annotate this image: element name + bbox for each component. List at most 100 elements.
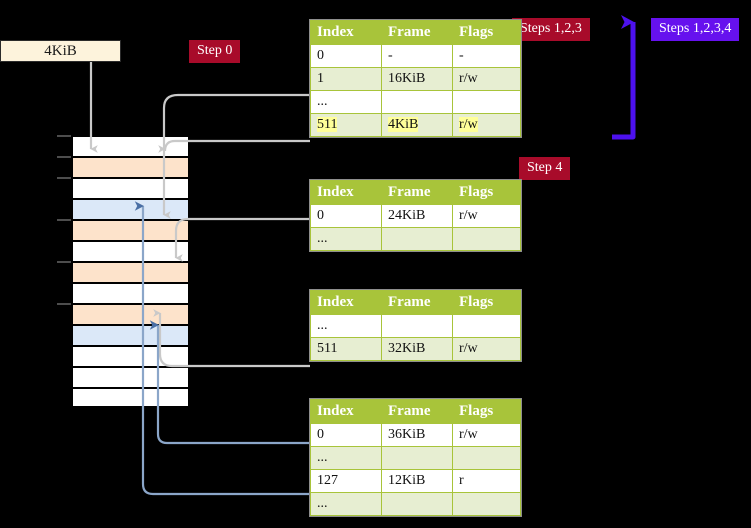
cell-text: r [459, 473, 464, 488]
cell-frame: 32KiB [381, 337, 453, 361]
table-header-row: Index Frame Flags [310, 290, 521, 315]
table-row: 0 - - [310, 44, 521, 68]
frame-tick [57, 261, 71, 263]
cell-index: 1 [310, 67, 382, 91]
table-header-row: Index Frame Flags [310, 180, 521, 205]
badge-step-4: Step 4 [519, 157, 571, 180]
badge-steps-123-label: Steps 1,2,3 [520, 21, 582, 36]
cell-frame: 24KiB [381, 204, 453, 228]
cell-text: r/w [459, 427, 478, 442]
memory-frame-row [71, 219, 190, 240]
table-row: ... [310, 446, 521, 470]
cell-index: ... [310, 90, 382, 114]
wire-violet-return [612, 15, 636, 140]
cell-text: 127 [317, 473, 338, 488]
table-row: 127 12KiB r [310, 469, 521, 493]
column-header-flags: Flags [452, 180, 521, 205]
cell-text: r/w [459, 208, 478, 223]
cell-index: 127 [310, 469, 382, 493]
frame-tick [57, 177, 71, 179]
table-row: 1 16KiB r/w [310, 67, 521, 91]
cell-text: 36KiB [388, 427, 426, 442]
column-header-flags: Flags [452, 20, 521, 45]
cell-flags: r/w [452, 204, 521, 228]
cell-index: ... [310, 227, 382, 251]
memory-frame-row [71, 261, 190, 282]
wire-table4-row127-to-memory [134, 201, 310, 496]
cell-flags [452, 446, 521, 470]
cell-index: 0 [310, 44, 382, 68]
memory-frame-row [71, 198, 190, 219]
cell-index: 0 [310, 204, 382, 228]
cell-text: 0 [317, 208, 324, 223]
wire-table2-to-memory [174, 217, 310, 262]
table-row: ... [310, 314, 521, 338]
frame-tick [57, 219, 71, 221]
wire-table3-to-memory [153, 309, 310, 368]
column-header-flags: Flags [452, 290, 521, 315]
cell-flags [452, 90, 521, 114]
cell-flags [452, 314, 521, 338]
badge-steps-1234-label: Steps 1,2,3,4 [659, 21, 732, 36]
badge-steps-1234: Steps 1,2,3,4 [651, 18, 740, 41]
cell-frame: 36KiB [381, 423, 453, 447]
wire-table4-row0-to-memory [149, 320, 310, 445]
cell-frame: 4KiB [381, 113, 453, 137]
frame-tick [57, 303, 71, 305]
column-header-frame: Frame [381, 290, 453, 315]
page-table-3: Index Frame Flags ... 511 32KiB r/w [310, 290, 521, 361]
cell-frame: - [381, 44, 453, 68]
table-header-row: Index Frame Flags [310, 399, 521, 424]
cell-flags: r/w [452, 423, 521, 447]
cell-frame [381, 446, 453, 470]
cell-index: 511 [310, 113, 382, 137]
cell-frame [381, 314, 453, 338]
column-header-index: Index [310, 399, 382, 424]
memory-frame-row [71, 156, 190, 177]
badge-steps-123: Steps 1,2,3 [512, 18, 590, 41]
memory-frame-row [71, 387, 190, 408]
cell-text: ... [317, 318, 328, 333]
column-header-frame: Frame [381, 180, 453, 205]
memory-frame-row [71, 366, 190, 387]
cell-text: 511 [317, 117, 338, 132]
cell-text: r/w [459, 71, 478, 86]
cell-text: r/w [459, 117, 478, 132]
cell-index: ... [310, 314, 382, 338]
cell-frame: 16KiB [381, 67, 453, 91]
memory-frame-row [71, 240, 190, 261]
cell-text: 24KiB [388, 208, 426, 223]
table-row: ... [310, 227, 521, 251]
memory-frame-row [71, 177, 190, 198]
column-header-index: Index [310, 290, 382, 315]
cell-index: 0 [310, 423, 382, 447]
cell-text: 0 [317, 427, 324, 442]
cell-text: - [388, 48, 393, 63]
page-table-2: Index Frame Flags 0 24KiB r/w ... [310, 180, 521, 251]
cell-index: 511 [310, 337, 382, 361]
cell-text: ... [317, 450, 328, 465]
wire-table1-to-memory [158, 93, 310, 219]
cell-text: ... [317, 94, 328, 109]
page-table-1: Index Frame Flags 0 - - 1 16KiB r/w ... [310, 20, 521, 137]
table-header-row: Index Frame Flags [310, 20, 521, 45]
column-header-index: Index [310, 180, 382, 205]
column-header-frame: Frame [381, 399, 453, 424]
frame-tick [57, 156, 71, 158]
cell-text: ... [317, 496, 328, 511]
cell-text: 32KiB [388, 341, 426, 356]
cell-text: 1 [317, 71, 324, 86]
cell-text: ... [317, 231, 328, 246]
frame-size-box: 4KiB [0, 40, 121, 62]
page-table-4: Index Frame Flags 0 36KiB r/w ... 127 12… [310, 399, 521, 516]
cell-flags: r [452, 469, 521, 493]
table-row: 511 32KiB r/w [310, 337, 521, 361]
column-header-index: Index [310, 20, 382, 45]
cell-text: 12KiB [388, 473, 426, 488]
cell-flags [452, 227, 521, 251]
cell-text: r/w [459, 341, 478, 356]
badge-step-0: Step 0 [189, 40, 241, 63]
cell-flags: r/w [452, 113, 521, 137]
badge-step-0-label: Step 0 [197, 43, 233, 58]
